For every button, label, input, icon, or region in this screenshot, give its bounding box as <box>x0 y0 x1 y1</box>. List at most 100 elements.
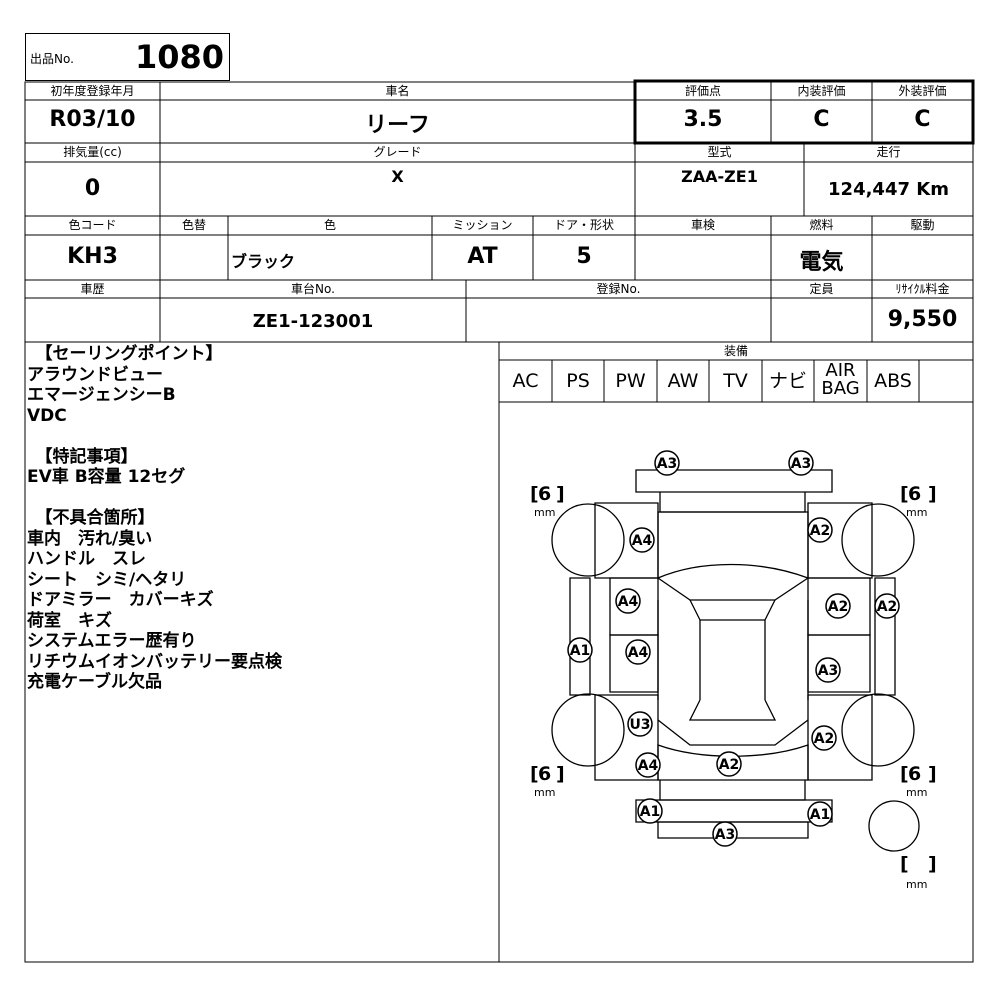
equip-pw: PW <box>615 370 646 392</box>
car-name-value: リーフ <box>365 113 430 138</box>
damage-marker: A4 <box>615 588 641 614</box>
reg-date-value: R03/10 <box>49 107 136 132</box>
damage-code: A4 <box>618 594 639 610</box>
tire-fr-unit: mm <box>906 506 927 519</box>
capacity-label: 定員 <box>809 282 834 296</box>
grade-label: グレード <box>373 145 422 159</box>
color-value: ブラック <box>231 252 296 271</box>
damage-code: A4 <box>638 758 659 774</box>
tire-fl-unit: mm <box>534 506 555 519</box>
mission-label: ミッション <box>452 218 513 232</box>
damage-code: A2 <box>810 523 831 539</box>
damage-code: A1 <box>640 804 661 820</box>
equip-abs: ABS <box>874 370 912 392</box>
damage-code: A3 <box>715 827 736 843</box>
damage-code: A4 <box>632 533 653 549</box>
damage-marker: A2 <box>825 593 851 619</box>
exterior-label: 外装評価 <box>898 84 947 98</box>
tire-spare-open: [ <box>900 853 909 875</box>
tire-rr-close: ] <box>928 763 937 785</box>
damage-marker: A3 <box>815 657 841 683</box>
damage-marker: A4 <box>635 752 661 778</box>
damage-marker: U3 <box>627 711 653 737</box>
color-code-label: 色コード <box>68 218 117 232</box>
tire-fr-open: [ <box>900 483 909 505</box>
history-label: 車歴 <box>80 282 105 296</box>
mileage-label: 走行 <box>876 145 901 159</box>
exterior-value: C <box>914 107 931 132</box>
grade-value: X <box>391 167 404 186</box>
damage-marker: A1 <box>807 801 833 827</box>
damage-marker: A4 <box>625 639 651 665</box>
tire-rr-unit: mm <box>906 786 927 799</box>
tire-rl-value: 6 <box>538 763 551 785</box>
interior-label: 内装評価 <box>797 84 846 98</box>
damage-code: A2 <box>814 731 835 747</box>
damage-marker: A1 <box>637 798 663 824</box>
tire-rl-open: [ <box>530 763 539 785</box>
damage-code: A2 <box>719 757 740 773</box>
damage-marker: A2 <box>807 517 833 543</box>
tire-fr-close: ] <box>928 483 937 505</box>
fuel-label: 燃料 <box>809 218 834 232</box>
equip-airbag-line2: BAG <box>821 378 860 399</box>
equip-airbag: AIR BAG <box>814 362 867 398</box>
damage-marker: A2 <box>716 751 742 777</box>
tire-fl-close: ] <box>556 483 565 505</box>
notes-text: 【セーリングポイント】 アラウンドビュー エマージェンシーB VDC 【特記事項… <box>27 344 282 692</box>
tire-rr-open: [ <box>900 763 909 785</box>
damage-code: A1 <box>810 807 831 823</box>
drive-label: 駆動 <box>910 218 935 232</box>
damage-code: U3 <box>629 717 650 733</box>
door-label: ドア・形状 <box>553 218 614 232</box>
color-code-value: KH3 <box>67 244 118 269</box>
lot-box <box>25 33 230 81</box>
damage-marker: A3 <box>712 821 738 847</box>
model-label: 型式 <box>707 145 732 159</box>
fuel-value: 電気 <box>799 250 844 275</box>
recycle-value: 9,550 <box>887 307 958 332</box>
tire-fr-value: 6 <box>908 483 921 505</box>
color-label: 色 <box>323 218 336 232</box>
repaint-label: 色替 <box>181 218 206 232</box>
damage-code: A2 <box>877 599 898 615</box>
score-label: 評価点 <box>684 84 721 98</box>
damage-code: A3 <box>818 663 839 679</box>
damage-marker: A4 <box>629 527 655 553</box>
damage-code: A3 <box>657 456 678 472</box>
tire-rl-unit: mm <box>534 786 555 799</box>
car-name-label: 車名 <box>385 84 410 98</box>
chassis-value: ZE1-123001 <box>252 311 374 332</box>
mileage-value: 124,447 Km <box>828 179 949 200</box>
damage-marker: A3 <box>654 450 680 476</box>
tire-fl-open: [ <box>530 483 539 505</box>
damage-code: A4 <box>628 645 649 661</box>
tire-fl-value: 6 <box>538 483 551 505</box>
damage-code: A3 <box>791 456 812 472</box>
damage-marker: A1 <box>567 637 593 663</box>
damage-code: A2 <box>828 599 849 615</box>
equip-ac: AC <box>512 370 539 392</box>
model-value: ZAA-ZE1 <box>681 167 758 186</box>
tire-spare-close: ] <box>928 853 937 875</box>
equipment-label: 装備 <box>723 344 748 358</box>
recycle-label: ﾘｻｲｸﾙ料金 <box>895 282 950 296</box>
score-value: 3.5 <box>683 107 723 132</box>
damage-marker: A3 <box>788 450 814 476</box>
equip-ps: PS <box>566 370 590 392</box>
mission-value: AT <box>467 244 498 269</box>
equip-airbag-line1: AIR <box>825 360 856 381</box>
damage-marker: A2 <box>874 593 900 619</box>
displacement-value: 0 <box>84 176 101 201</box>
interior-value: C <box>813 107 830 132</box>
tire-spare-unit: mm <box>906 878 927 891</box>
inspection-label: 車検 <box>690 218 715 232</box>
tire-rl-close: ] <box>556 763 565 785</box>
damage-code: A1 <box>570 643 591 659</box>
displacement-label: 排気量(cc) <box>63 145 122 159</box>
equip-navi: ナビ <box>768 370 807 392</box>
equip-aw: AW <box>667 370 699 392</box>
reg-date-label: 初年度登録年月 <box>50 84 135 98</box>
